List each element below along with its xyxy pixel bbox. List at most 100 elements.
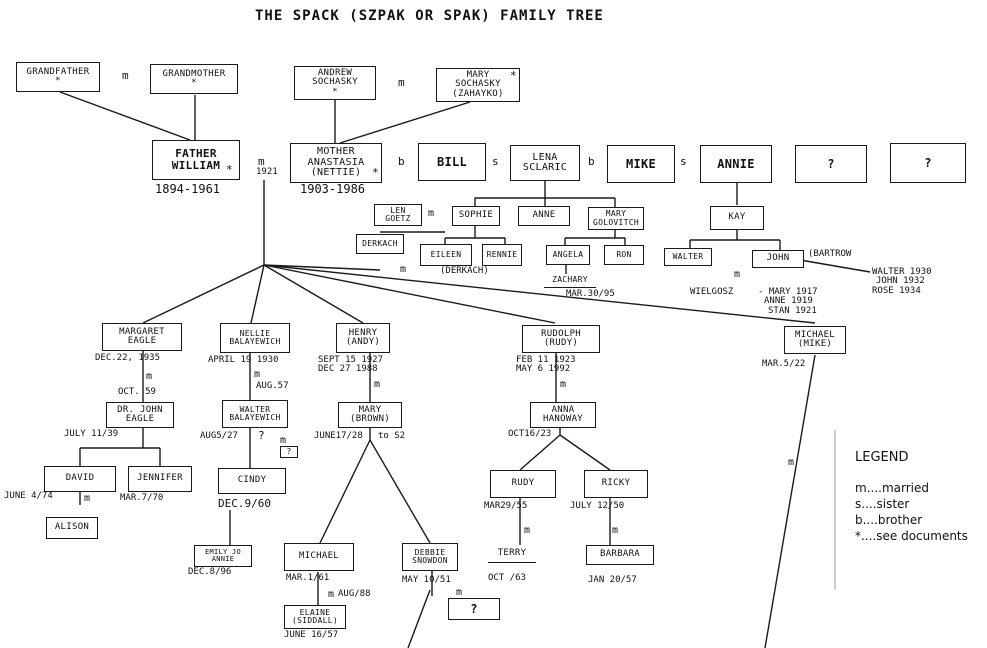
- jennifer-name: JENNIFER: [137, 473, 183, 484]
- marriage-year: 1921: [256, 167, 278, 177]
- father-dates: 1894-1961: [155, 182, 221, 196]
- henry-dates: SEPT 15 1927 DEC 27 1988: [318, 355, 384, 375]
- bill-box: BILL: [418, 143, 486, 181]
- mary-sochasky-maiden: (ZAHAYKO): [452, 88, 504, 99]
- michael-mike-box: MICHAEL (MIKE): [784, 326, 846, 354]
- sister-mark: s: [680, 155, 687, 168]
- walter-child-john: JOHN 1932: [876, 276, 925, 287]
- rudy-nickname: (RUDY): [543, 338, 579, 348]
- mother-nickname: (NETTIE): [310, 167, 362, 179]
- rudy-name: RUDY: [511, 478, 535, 489]
- rudolph-death: MAY 6 1992: [516, 364, 571, 375]
- barbara-name: BARBARA: [599, 549, 641, 560]
- michael-mike-date: MAR.5/22: [762, 359, 806, 369]
- legend-item-brother: b....brother: [855, 513, 923, 527]
- michael-date: MAR.1/61: [286, 573, 330, 583]
- grandfather-box: GRANDFATHER *: [16, 62, 100, 92]
- mary-brown-date: JUNE17/28: [314, 431, 363, 441]
- walter-child-walter: WALTER 1930: [872, 267, 932, 277]
- sophie-box: SOPHIE: [452, 206, 500, 226]
- david-name: DAVID: [65, 473, 95, 484]
- ricky-date: JULY 12/50: [570, 501, 625, 511]
- henry-death: DEC 27 1988: [318, 364, 378, 375]
- walter-name: WALTER: [672, 251, 704, 261]
- terry-box: TERRY: [488, 545, 536, 563]
- margaret-name: MARGARET: [119, 326, 165, 337]
- john-child-anne: ANNE 1919: [764, 296, 813, 307]
- derkach-box: DERKACH: [356, 234, 404, 254]
- annie-box: ANNIE: [700, 145, 772, 183]
- grandfather-label: GRANDFATHER: [26, 66, 90, 77]
- nellie-box: NELLIE BALAYEWICH: [220, 323, 290, 353]
- mike-nickname: (MIKE): [797, 339, 833, 349]
- john-child-stan: STAN 1921: [768, 305, 817, 316]
- walter-balayewich-box: WALTER BALAYEWICH: [222, 400, 288, 428]
- debbie-box: DEBBIE SNOWDON: [402, 543, 458, 571]
- nellie-name: NELLIE: [239, 328, 271, 338]
- unknown-sibling-box: ?: [795, 145, 867, 183]
- star-mark: *: [191, 78, 197, 88]
- goetz-surname: GOETZ: [385, 214, 411, 223]
- andrew-box: ANDREW SOCHASKY *: [294, 66, 376, 100]
- elaine-name: ELAINE: [299, 607, 331, 617]
- father-title: FATHER: [175, 147, 217, 161]
- terry-name: TERRY: [497, 547, 527, 558]
- hanoway-surname: HANOWAY: [542, 414, 584, 424]
- annie-name: ANNIE: [717, 156, 755, 171]
- question-mark: ?: [924, 155, 932, 170]
- mary-brown-to: to S2: [378, 431, 406, 441]
- alison-box: ALISON: [46, 517, 98, 539]
- rudy-date: MAR29/55: [484, 501, 528, 511]
- golovitch-surname: GOLOVITCH: [592, 217, 640, 227]
- star-mark: *: [332, 86, 338, 97]
- mother-box: MOTHER ANASTASIA (NETTIE): [290, 143, 382, 183]
- cindy-box: CINDY: [218, 468, 286, 494]
- marriage-mark: m: [280, 435, 287, 446]
- rudolph-dates: FEB 11 1923 MAY 6 1992: [516, 355, 576, 375]
- marriage-mark: m: [428, 208, 435, 219]
- eileen-name: EILEEN: [430, 249, 462, 259]
- margaret-date: DEC.22, 1935: [95, 353, 161, 363]
- mary-brown-box: MARY (BROWN): [338, 402, 402, 428]
- mary-sochasky-name: MARY: [466, 69, 490, 80]
- barbara-box: BARBARA: [586, 545, 654, 565]
- henry-birth: SEPT 15 1927: [318, 355, 384, 365]
- eileen-box: EILEEN: [420, 244, 472, 266]
- dr-john-box: DR. JOHN EAGLE: [106, 402, 174, 428]
- elaine-box: ELAINE (SIDDALL): [284, 605, 346, 629]
- anna-name: ANNA: [551, 404, 575, 415]
- anne-box: ANNE: [518, 206, 570, 226]
- emily-date: DEC.8/96: [188, 567, 232, 577]
- henry-box: HENRY (ANDY): [336, 323, 390, 353]
- len-goetz-box: LEN GOETZ: [374, 204, 422, 226]
- walter-b-date: AUG5/27: [200, 431, 238, 441]
- lena-box: LENA SCLARIC: [510, 145, 580, 181]
- unknown-spouse-box: ?: [448, 598, 500, 620]
- emily-name: EMILY JO: [204, 547, 242, 556]
- john-children-list: - MARY 1917 ANNE 1919 STAN 1921: [758, 287, 818, 316]
- kay-name: KAY: [728, 212, 746, 223]
- marriage-mark: m: [374, 379, 381, 390]
- ron-name: RON: [616, 249, 632, 259]
- anne-name: ANNE: [532, 210, 556, 221]
- alison-name: ALISON: [54, 522, 90, 533]
- star-mark: *: [372, 166, 379, 179]
- nellie-date: APRIL 19 1930: [208, 355, 279, 365]
- angela-name: ANGELA: [552, 249, 584, 259]
- marriage-mark: m: [400, 264, 407, 275]
- len-name: LEN: [390, 205, 406, 215]
- unknown-spouse-box: ?: [280, 446, 298, 458]
- marriage-mark: m: [328, 589, 335, 600]
- elaine-date: JUNE 16/57: [284, 630, 339, 640]
- margaret-box: MARGARET EAGLE: [102, 323, 182, 351]
- jennifer-date: MAR.7/70: [120, 493, 164, 503]
- lena-surname: SCLARIC: [522, 162, 568, 173]
- kay-box: KAY: [710, 206, 764, 230]
- david-date: JUNE 4/74: [4, 491, 53, 501]
- anna-box: ANNA HANOWAY: [530, 402, 596, 428]
- legend-title: LEGEND: [855, 450, 909, 465]
- john-name: JOHN: [766, 253, 790, 264]
- marriage-mark: m: [84, 493, 91, 504]
- marriage-date: OCT. 59: [118, 387, 156, 397]
- debbie-name: DEBBIE: [414, 547, 446, 557]
